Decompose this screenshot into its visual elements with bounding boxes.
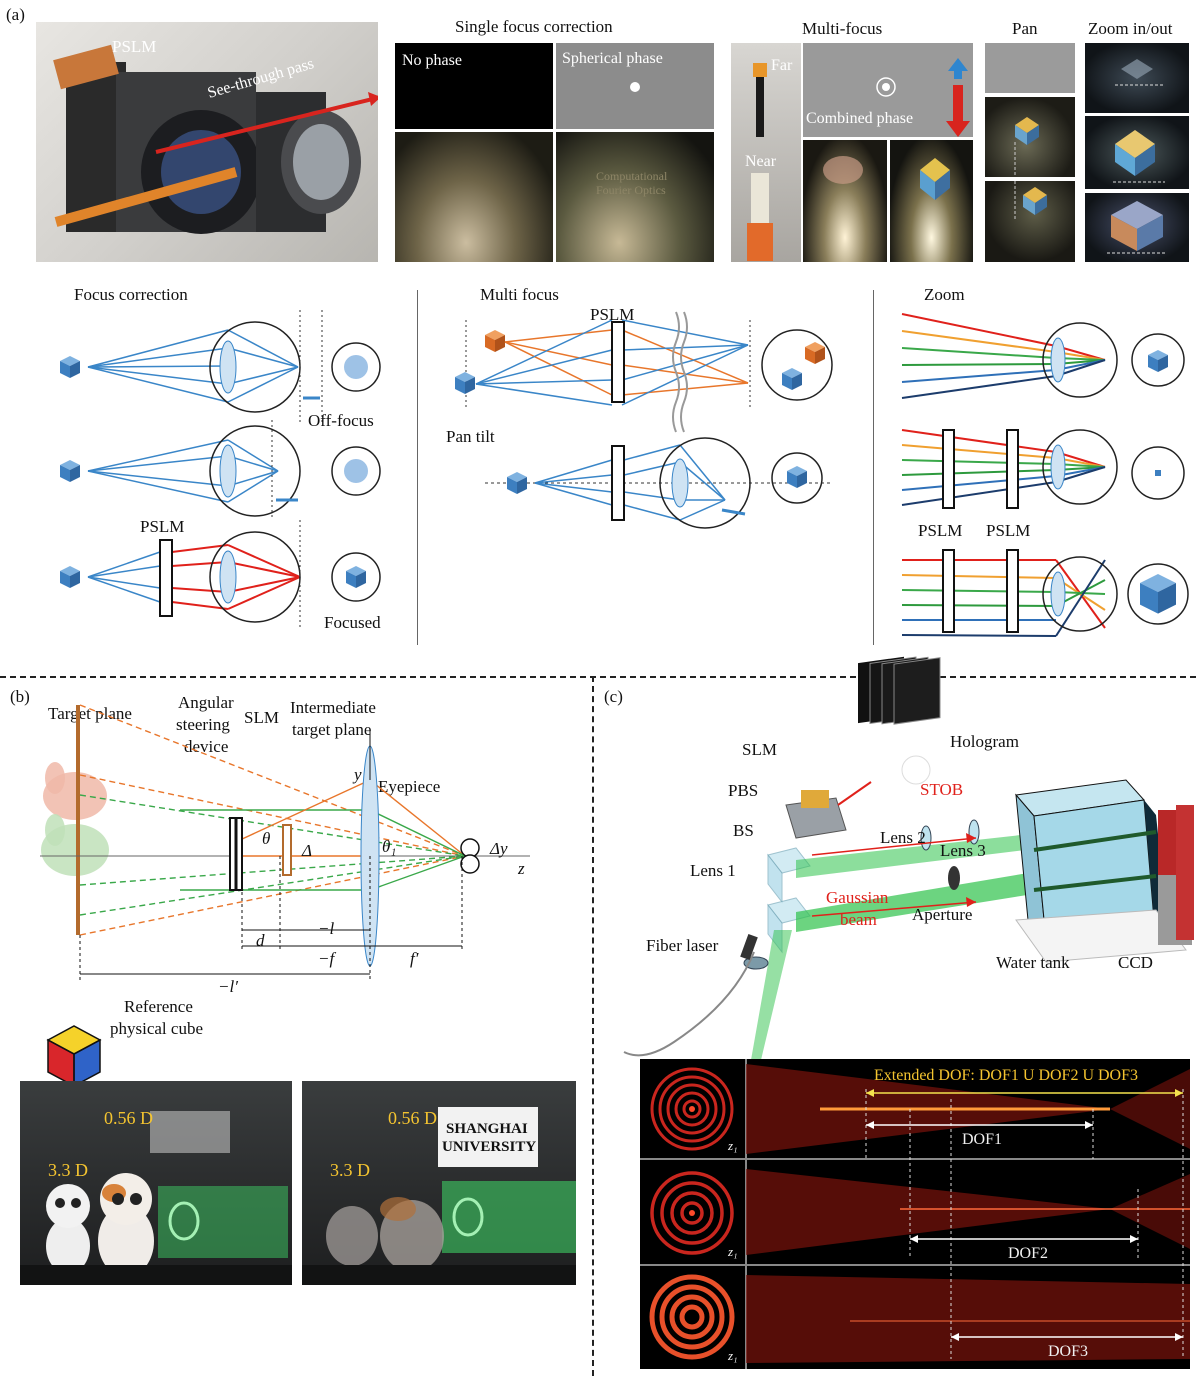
ccd-label: CCD [1118,953,1153,972]
stob-label: STOB [920,780,964,799]
left-far-diopter: 0.56 D [104,1108,153,1128]
dof1-label: DOF1 [962,1131,1003,1148]
slm-label-b: SLM [244,708,279,727]
z1-label-2: z₁ [728,1244,738,1259]
water-tank-label: Water tank [996,953,1070,972]
zoom-tile-3 [1085,193,1189,262]
pbs-label: PBS [728,781,759,800]
sym-theta1: θ₁ [382,837,397,856]
z1-label-3: z₁ [728,1348,738,1363]
intermediate-label-1: Intermediate [290,698,376,717]
zoom-tile-2 [1085,116,1189,189]
pan-title: Pan [1012,19,1038,38]
fiber-laser-label: Fiber laser [646,936,719,955]
sym-d: d [256,931,265,950]
focused-target-photo: Computational Fourier Optics [556,132,714,262]
single-focus-title: Single focus correction [455,17,613,36]
intermediate-label-2: target plane [292,720,372,739]
sym-y: y [354,765,362,784]
lens1-label: Lens 1 [690,861,736,880]
dof3-label: DOF3 [1048,1343,1089,1360]
off-focus-label: Off-focus [308,411,374,430]
panel-b-label: (b) [10,687,30,706]
sym-delta: Δ [302,841,312,860]
sym-theta: θ [262,829,271,848]
logo-text-1: Computational [596,169,668,183]
pan-tile-bot [985,181,1075,262]
reference-label-2: physical cube [110,1019,203,1038]
slm-label-c: SLM [742,740,777,759]
spherical-phase-tile [556,43,714,129]
ar-photo-far-focus: SHANGHAI UNIVERSITY 0.56 D 3.3 D [302,1081,576,1285]
combined-phase-label: Combined phase [806,110,914,127]
vertical-dash-divider [592,676,594,1376]
angular-label-3: device [184,737,229,756]
pan-tilt-label: Pan tilt [446,427,495,446]
divider-a-1 [417,290,418,645]
near-focus-photo [803,140,887,262]
panel-b-diagram [40,704,530,1088]
camera-photo: PSLM See-through pass [36,22,378,262]
pslm-label-multi: PSLM [590,305,635,324]
angular-label-1: Angular [178,693,234,712]
combined-phase-tile [803,43,973,137]
zoom-tile-1 [1085,43,1189,113]
gaussian-label-1: Gaussian [826,888,889,907]
z1-label-1: z₁ [728,1138,738,1153]
blurred-target-photo [395,132,553,262]
lens2-label: Lens 2 [880,828,926,847]
far-focus-photo [890,140,973,262]
logo-text-2: Fourier Optics [596,183,666,197]
no-phase-tile [395,43,553,129]
far-label: Far [771,57,793,74]
multi-focus-title: Multi-focus [802,19,883,38]
lens3-label: Lens 3 [940,841,986,860]
panel-c-label: (c) [604,687,623,706]
pslm-label-focus: PSLM [140,517,185,536]
panel-a-diagrams [60,310,1189,637]
sym-fp: f′ [410,949,419,968]
focused-label: Focused [324,613,381,632]
sym-l: −l [318,919,335,938]
reference-label-1: Reference [124,997,193,1016]
hologram-label: Hologram [950,732,1019,751]
pslm-label-zoom-2: PSLM [986,521,1031,540]
pslm-photo-label: PSLM [112,37,157,56]
spherical-phase-label: Spherical phase [562,50,663,67]
sign-text-1: SHANGHAI [446,1121,528,1137]
dof2-label: DOF2 [1008,1245,1049,1262]
ar-photo-near-focus: 0.56 D 3.3 D [20,1081,292,1285]
pan-tile-mid [985,97,1075,177]
sym-f: −f [318,949,335,968]
sign-text-2: UNIVERSITY [442,1139,537,1155]
gaussian-label-2: beam [840,910,877,929]
divider-a-2 [873,290,874,645]
dof-panel: Extended DOF: DOF1 U DOF2 U DOF3 DOF1 DO… [640,1059,1190,1369]
extended-dof-label: Extended DOF: DOF1 U DOF2 U DOF3 [874,1067,1139,1084]
no-phase-label: No phase [402,52,462,69]
near-label: Near [745,153,777,170]
pan-tile-top [985,43,1075,93]
angular-label-2: steering [176,715,230,734]
right-near-diopter: 3.3 D [330,1160,370,1180]
zoom-diagram-title: Zoom [924,285,965,304]
right-far-diopter: 0.56 D [388,1108,437,1128]
focus-correction-title: Focus correction [74,285,188,304]
sym-z: z [518,859,525,878]
left-near-diopter: 3.3 D [48,1160,88,1180]
bs-label: BS [733,821,754,840]
horizontal-dash-divider [0,676,1196,678]
sym-lp: −l′ [218,977,238,996]
far-near-photo: Far Near [731,43,801,262]
zoom-title: Zoom in/out [1088,19,1173,38]
aperture-label: Aperture [912,905,973,924]
sym-delta-y: Δy [490,839,508,858]
pslm-label-zoom-1: PSLM [918,521,963,540]
eyepiece-label: Eyepiece [378,777,441,796]
camera-drawing [53,44,378,234]
panel-c-setup [623,656,1194,1060]
multi-focus-diagram-title: Multi focus [480,285,559,304]
target-plane-label: Target plane [48,704,132,723]
panel-a-label: (a) [6,5,25,24]
